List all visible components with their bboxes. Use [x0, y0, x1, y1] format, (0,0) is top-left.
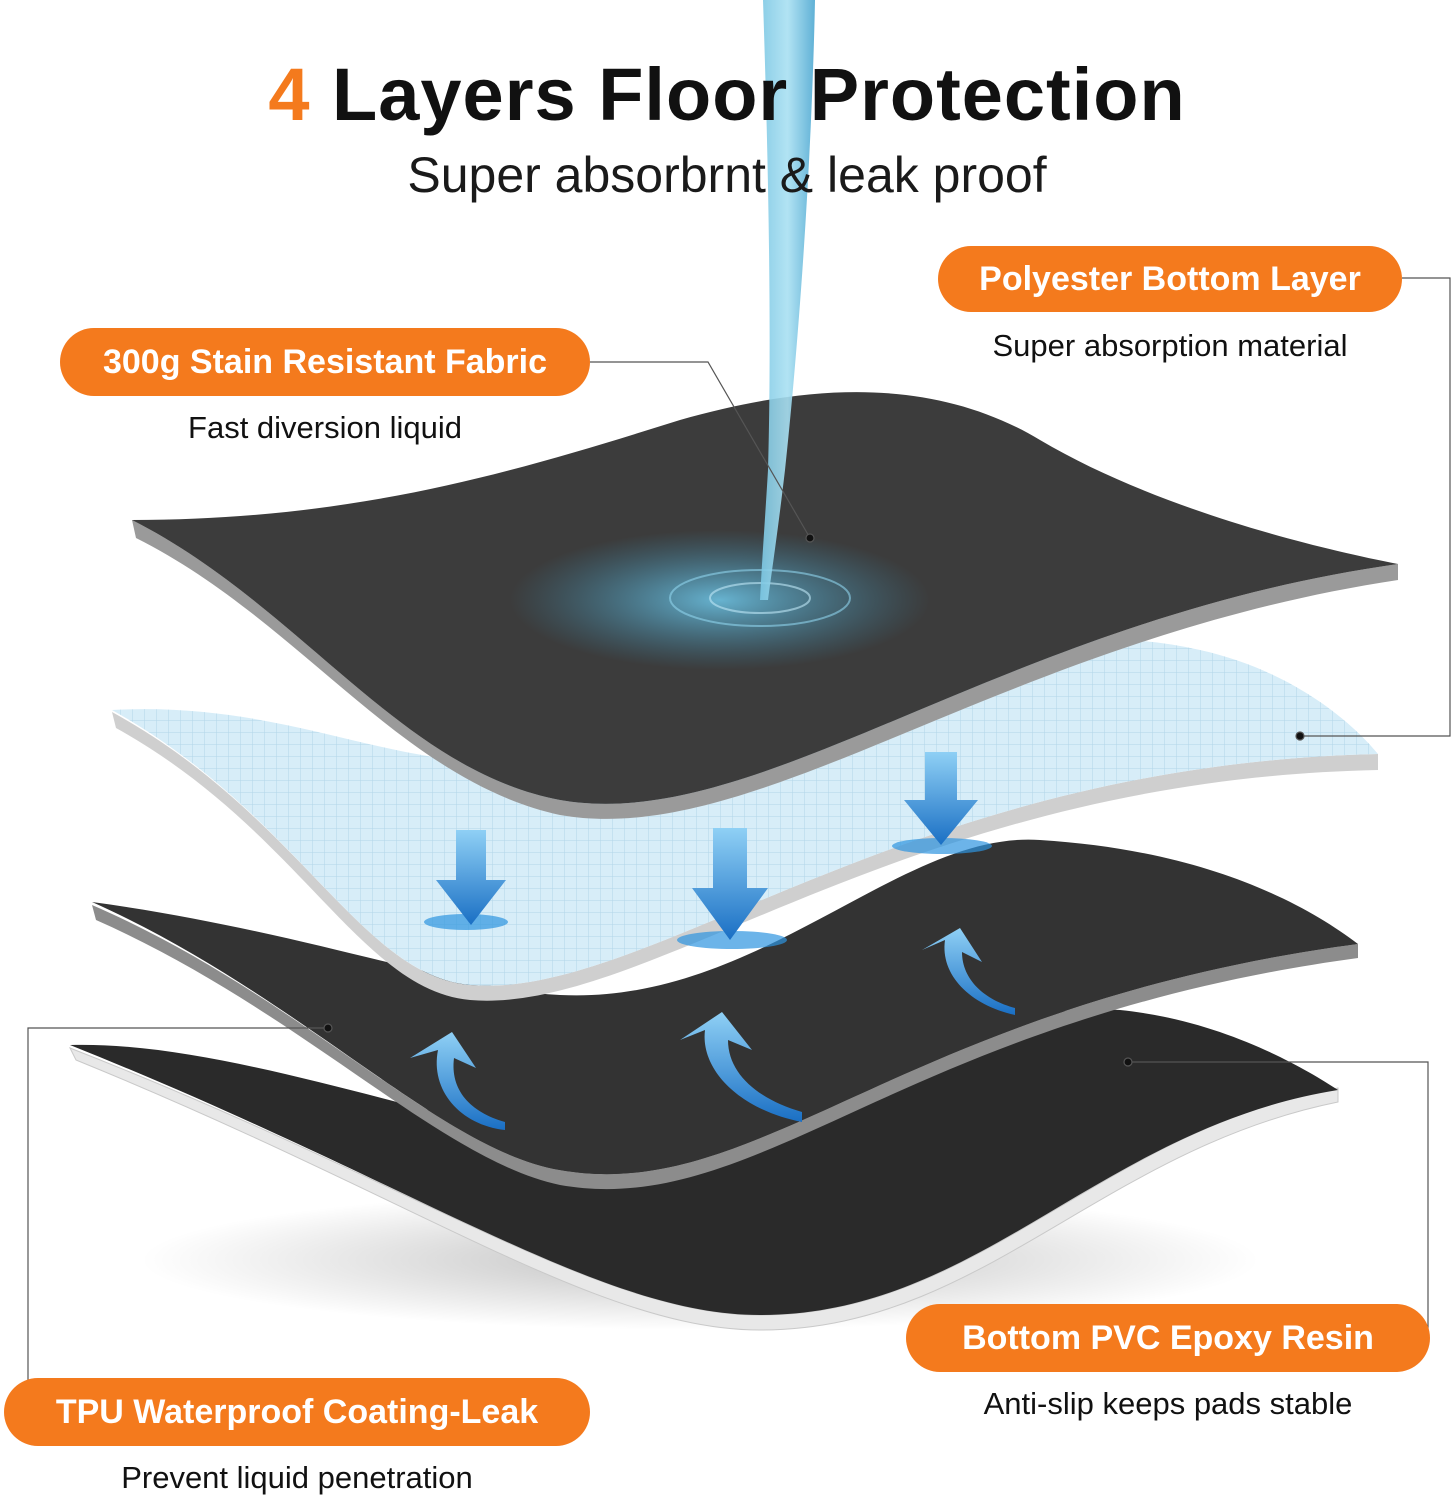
leader-lines	[27, 277, 1451, 1382]
down-arrows	[424, 752, 992, 949]
layer-tpu	[92, 839, 1358, 1190]
callout-pvc-label: Bottom PVC Epoxy Resin	[906, 1304, 1430, 1372]
callout-top-fabric-description: Fast diversion liquid	[188, 410, 462, 445]
callout-tpu-label: TPU Waterproof Coating-Leak	[4, 1378, 590, 1446]
callout-top-fabric-label: 300g Stain Resistant Fabric	[60, 328, 590, 396]
layer-polyester	[112, 638, 1378, 1001]
water-splash	[510, 530, 930, 670]
water-stream	[760, 0, 815, 600]
callout-polyester-label: Polyester Bottom Layer	[938, 246, 1402, 312]
title-number: 4	[268, 53, 311, 136]
page-title: 4 Layers Floor Protection	[0, 52, 1454, 138]
callout-pvc-description: Anti-slip keeps pads stable	[983, 1386, 1353, 1421]
callout-tpu-description: Prevent liquid penetration	[121, 1460, 473, 1495]
up-arrows	[410, 928, 1015, 1130]
title-text: Layers Floor Protection	[332, 53, 1186, 136]
page-subtitle: Super absorbrnt & leak proof	[407, 147, 1047, 203]
callout-polyester-description: Super absorption material	[992, 328, 1348, 363]
